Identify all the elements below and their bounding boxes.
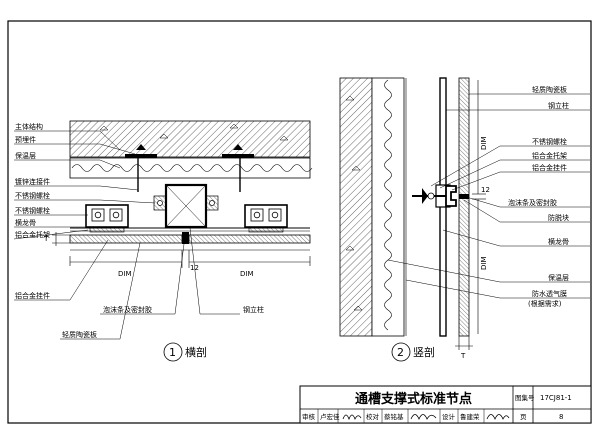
review-cell-1: 卢宏佳 — [320, 412, 340, 421]
v-label-light-ceramic-panel: 轻质陶瓷板 — [532, 85, 567, 94]
vertical-main-structure — [339, 77, 373, 337]
label-insulation: 保温层 — [15, 151, 36, 160]
atlas-number: 17CJ81-1 — [540, 394, 572, 402]
page-number: 8 — [559, 413, 563, 421]
v-label-foam-sealant: 泡沫条及密封胶 — [508, 198, 557, 207]
ceramic-panel-left — [69, 234, 183, 244]
label-al-bracket: 铝合金托架 — [15, 230, 50, 239]
ceramic-panel-right — [188, 234, 311, 244]
caption-circle-1 — [163, 342, 183, 362]
v-label-membrane: 防水透气膜 — [532, 289, 567, 298]
v-label-cross-keel: 横龙骨 — [548, 237, 569, 246]
review-cell-2: 校对 — [366, 412, 380, 421]
dim-bottom-label: DIM — [480, 257, 488, 271]
label-main-structure: 主体结构 — [15, 122, 43, 131]
dim-right-label: DIM — [240, 270, 254, 278]
v-label-fireproof-block: 防脱块 — [548, 213, 569, 222]
title-text: 通槽支撑式标准节点 — [355, 391, 472, 407]
label-galvanized-connector: 镀锌连接件 — [15, 177, 50, 186]
thickness-label: T — [43, 235, 49, 243]
dim-left-label: DIM — [118, 270, 132, 278]
review-cell-5: 鲁建荣 — [460, 412, 480, 421]
embedded-part-left — [125, 154, 157, 158]
label-ss-bolt-2: 不锈钢螺栓 — [15, 206, 50, 215]
dim-top-label: DIM — [480, 137, 488, 151]
label-light-ceramic-panel: 轻质陶瓷板 — [62, 330, 97, 339]
signature-1 — [342, 414, 362, 421]
label-foam-sealant: 泡沫条及密封胶 — [103, 305, 152, 314]
label-embedded-part: 预埋件 — [15, 135, 36, 144]
caption-number-2: 2 — [397, 346, 404, 359]
review-cell-0: 审核 — [302, 412, 316, 421]
caption-number-1: 1 — [169, 346, 176, 359]
review-cell-3: 蔡铭基 — [384, 412, 404, 421]
review-cell-4: 设计 — [442, 412, 456, 421]
v-label-membrane-note: (根据需求) — [528, 299, 562, 308]
signature-3 — [486, 414, 510, 420]
vertical-ceramic-panel — [458, 77, 470, 337]
insulation-layer — [69, 157, 311, 179]
vertical-insulation — [371, 77, 405, 337]
v-label-al-hanger: 铝合金挂件 — [532, 163, 567, 172]
v-label-insulation: 保温层 — [548, 273, 569, 282]
v-label-steel-column: 钢立柱 — [548, 101, 569, 110]
label-steel-column: 钢立柱 — [243, 305, 264, 314]
caption-text-2: 竖剖 — [413, 345, 435, 359]
label-ss-bolt-1: 不锈钢螺栓 — [15, 191, 50, 200]
main-structure-slab — [69, 120, 311, 158]
title-block: 通槽支撑式标准节点 图集号 17CJ81-1 页 8 审核 卢宏佳 校对 蔡铭基… — [299, 385, 592, 424]
vertical-thickness-label: T — [460, 352, 466, 360]
label-cross-keel: 横龙骨 — [15, 218, 36, 227]
embedded-part-right — [222, 154, 254, 158]
vertical-gap-label: 12 — [481, 186, 490, 194]
vertical-section: DIM DIM 12 T 轻质陶瓷板 钢立柱 不锈钢螺栓 铝合金托架 铝合金挂件… — [339, 77, 590, 362]
signature-2 — [410, 414, 437, 420]
v-label-al-bracket: 铝合金托架 — [532, 151, 567, 160]
horizontal-section: DIM DIM 12 T 主体结构 预埋件 保温层 镀锌连接件 不锈钢螺栓 不锈… — [13, 120, 313, 362]
caption-circle-2 — [391, 342, 411, 362]
caption-text-1: 横剖 — [185, 345, 207, 359]
label-al-hanger: 铝合金挂件 — [15, 291, 50, 300]
page-label: 页 — [520, 413, 527, 421]
vertical-hanger — [445, 185, 457, 207]
atlas-label: 图集号 — [515, 393, 535, 402]
v-label-ss-bolt: 不锈钢螺栓 — [532, 137, 567, 146]
